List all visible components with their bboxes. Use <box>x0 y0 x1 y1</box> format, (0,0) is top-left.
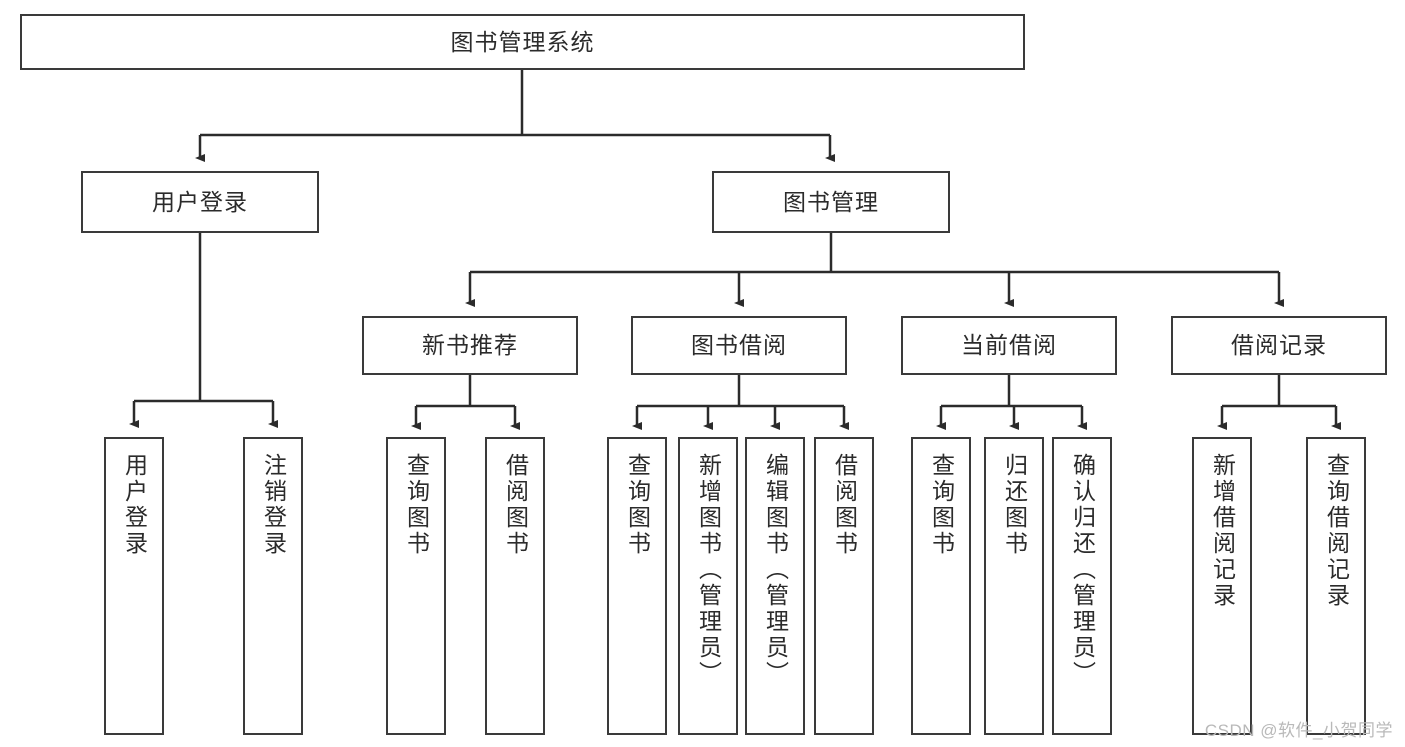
node-label: 用户登录 <box>152 188 248 215</box>
node-book-borrow[interactable]: 图书借阅 <box>631 316 847 375</box>
node-label: 当前借阅 <box>961 332 1057 359</box>
node-new-book-recommend[interactable]: 新书推荐 <box>362 316 578 375</box>
node-leaf-borrow-book-recommend[interactable]: 借阅图书 <box>485 437 545 735</box>
node-book-management[interactable]: 图书管理 <box>712 171 950 233</box>
node-leaf-query-book-recommend[interactable]: 查询图书 <box>386 437 446 735</box>
node-label: 图书管理系统 <box>450 28 595 55</box>
csdn-watermark: CSDN @软件_小贺同学 <box>1204 721 1393 740</box>
node-label: 借阅记录 <box>1231 332 1327 359</box>
node-leaf-query-book-current[interactable]: 查询图书 <box>911 437 971 735</box>
node-label: 新增借阅记录 <box>1209 453 1236 609</box>
node-label: 图书借阅 <box>691 332 787 359</box>
node-user-login[interactable]: 用户登录 <box>81 171 319 233</box>
node-label: 新书推荐 <box>422 332 518 359</box>
node-leaf-return-book[interactable]: 归还图书 <box>984 437 1044 735</box>
node-current-borrow[interactable]: 当前借阅 <box>901 316 1117 375</box>
node-leaf-query-borrow-record[interactable]: 查询借阅记录 <box>1306 437 1366 735</box>
node-label: 归还图书 <box>1001 453 1028 557</box>
node-leaf-add-borrow-record[interactable]: 新增借阅记录 <box>1192 437 1252 735</box>
node-label: 查询借阅记录 <box>1323 453 1350 609</box>
node-borrow-record[interactable]: 借阅记录 <box>1171 316 1387 375</box>
node-leaf-query-book-borrow[interactable]: 查询图书 <box>607 437 667 735</box>
node-leaf-edit-book-admin[interactable]: 编辑图书（管理员） <box>745 437 805 735</box>
node-label: 编辑图书（管理员） <box>762 453 789 687</box>
node-label: 借阅图书 <box>502 453 529 557</box>
node-label: 注销登录 <box>260 453 287 557</box>
node-label: 确认归还（管理员） <box>1069 453 1096 687</box>
node-label: 借阅图书 <box>831 453 858 557</box>
node-book-management-system[interactable]: 图书管理系统 <box>20 14 1025 70</box>
node-leaf-user-logout[interactable]: 注销登录 <box>243 437 303 735</box>
node-label: 新增图书（管理员） <box>695 453 722 687</box>
node-label: 用户登录 <box>121 453 148 557</box>
node-leaf-confirm-return-admin[interactable]: 确认归还（管理员） <box>1052 437 1112 735</box>
node-leaf-add-book-admin[interactable]: 新增图书（管理员） <box>678 437 738 735</box>
node-leaf-user-login[interactable]: 用户登录 <box>104 437 164 735</box>
node-label: 查询图书 <box>624 453 651 557</box>
node-label: 查询图书 <box>928 453 955 557</box>
node-label: 查询图书 <box>403 453 430 557</box>
node-leaf-borrow-book[interactable]: 借阅图书 <box>814 437 874 735</box>
node-label: 图书管理 <box>783 188 879 215</box>
